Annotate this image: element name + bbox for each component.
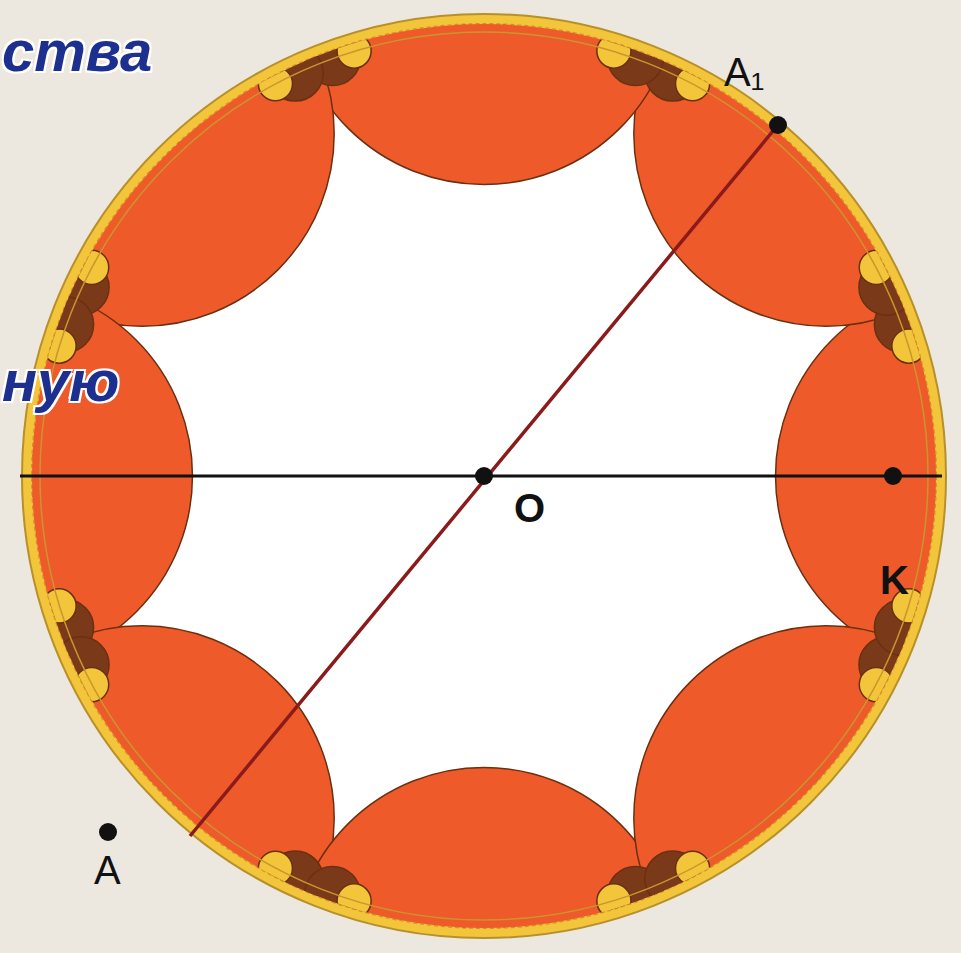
point-a1 xyxy=(769,116,787,134)
geodesic-region xyxy=(292,0,677,184)
geodesic-region xyxy=(634,0,961,326)
point-label: O xyxy=(514,488,545,528)
point-k xyxy=(884,467,902,485)
point-label: A xyxy=(94,850,121,890)
geodesic-region xyxy=(292,768,677,953)
diameter-line xyxy=(190,125,778,836)
point-o xyxy=(475,467,493,485)
geodesic-region xyxy=(634,626,961,953)
point-label: A₁ xyxy=(724,52,764,92)
geodesic-region xyxy=(0,626,334,953)
point-a xyxy=(99,823,117,841)
geodesic-region xyxy=(0,0,334,326)
point-label: K xyxy=(880,560,909,600)
heading-fragment: ства xyxy=(2,22,152,80)
heading-fragment: ную xyxy=(2,352,119,410)
